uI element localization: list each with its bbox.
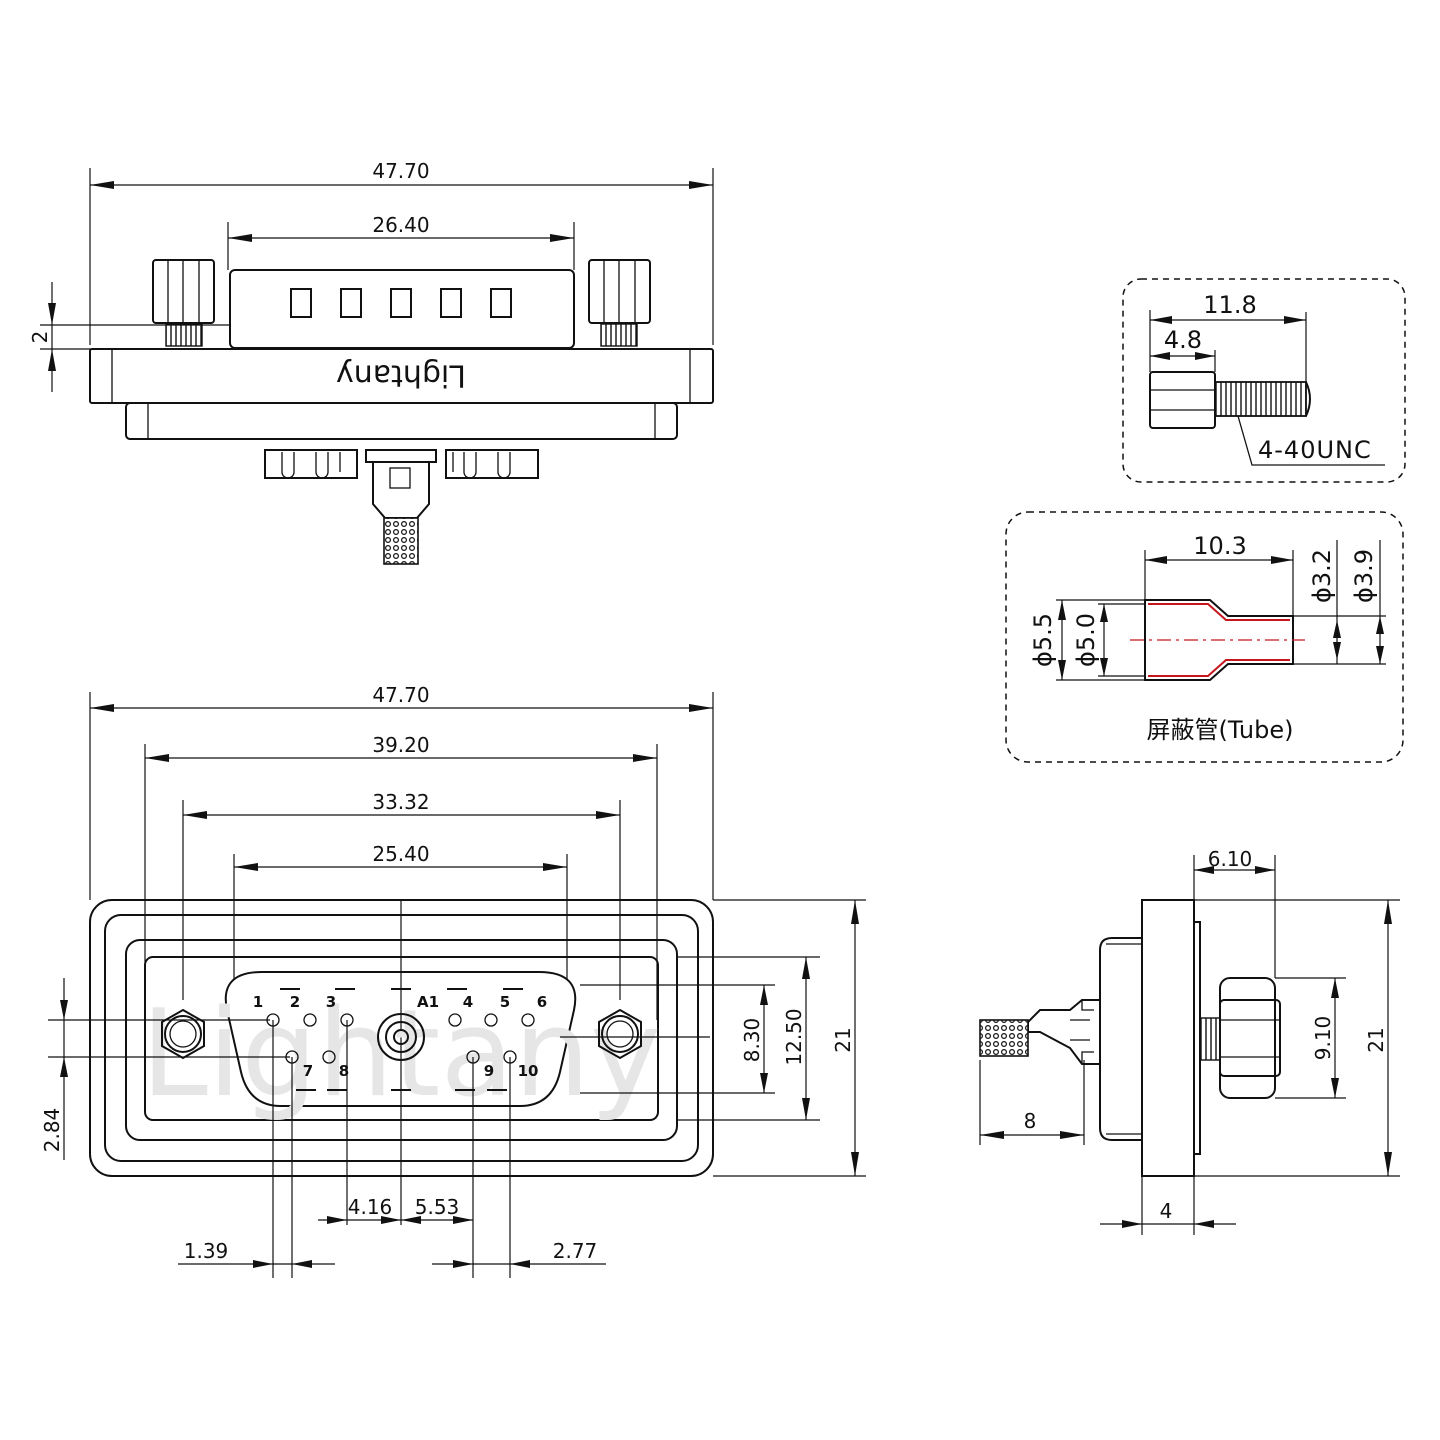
dim-4-16-label: 4.16 [348,1195,393,1219]
tail-length-label: 8 [1024,1109,1037,1133]
row-offset-label: 2.84 [40,1108,64,1153]
pin-label-4: 4 [463,993,473,1011]
shell-width-label: 33.32 [372,790,429,814]
right-mount-nut [598,1008,642,1060]
tube-length-label: 10.3 [1193,532,1246,560]
front-watermark: Lightany [141,985,661,1124]
tube-detail: 10.3 ϕ5.5 ϕ5.0 ϕ3.2 ϕ3.9 屏蔽管(Tube) [1005,511,1404,763]
shell-height-label: 12.50 [782,1008,806,1065]
pin-label-5: 5 [500,993,510,1011]
nut-depth-label: 6.10 [1208,847,1253,871]
pin-label-8: 8 [339,1062,349,1080]
tube-caption: 屏蔽管(Tube) [1147,716,1294,744]
top-pin-slots [290,288,512,318]
left-screw-head [152,259,215,347]
hardware-head-label: 4.8 [1164,326,1202,354]
pin-label-9: 9 [484,1062,494,1080]
front-height-label: 21 [831,1027,855,1052]
right-screw-head [588,259,651,347]
top-pin-span-label: 26.40 [372,213,429,237]
solder-cups [264,449,539,479]
tube-od-small-label: ϕ3.9 [1350,549,1378,603]
front-view: 47.70 39.20 33.32 25.40 Lightany [40,683,866,1278]
hardware-detail: 11.8 4.8 4-40UNC [1122,278,1406,483]
top-step-label: 2 [28,331,52,344]
coax-contact-top [365,449,437,565]
hardware-length-label: 11.8 [1203,291,1256,319]
pin-row-span-label: 25.40 [372,842,429,866]
tube-od-large-label: ϕ5.5 [1029,613,1057,667]
flange-thickness-label: 4 [1160,1199,1173,1223]
pin-label-1: 1 [253,993,263,1011]
tube-id-small-label: ϕ3.2 [1308,549,1336,603]
nut-height-label: 9.10 [1311,1016,1335,1061]
front-width-label: 47.70 [372,683,429,707]
left-mount-nut [161,1008,205,1060]
top-brand-text: Lightany [336,358,466,393]
pin-labels: 1 2 3 A1 4 5 6 7 8 9 10 [253,993,547,1080]
top-width-label: 47.70 [372,159,429,183]
dim-1-39-label: 1.39 [184,1239,229,1263]
dim-5-53-label: 5.53 [415,1195,460,1219]
pin-label-3: 3 [326,993,336,1011]
inner-height-label: 8.30 [740,1018,764,1063]
pin-label-10: 10 [518,1062,539,1080]
pin-label-a1: A1 [417,993,439,1011]
mount-span-label: 39.20 [372,733,429,757]
pin-label-6: 6 [537,993,547,1011]
dim-2-77-label: 2.77 [553,1239,598,1263]
side-height-label: 21 [1364,1027,1388,1052]
side-view: 6.10 9.10 21 8 4 [979,847,1400,1235]
pin-label-7: 7 [303,1062,313,1080]
shell-ticks [280,988,523,1091]
hardware-thread-label: 4-40UNC [1258,436,1372,464]
coax-a1 [377,1013,425,1061]
tube-id-large-label: ϕ5.0 [1072,613,1100,667]
pin-label-2: 2 [290,993,300,1011]
top-view: 47.70 26.40 2 [28,159,714,565]
